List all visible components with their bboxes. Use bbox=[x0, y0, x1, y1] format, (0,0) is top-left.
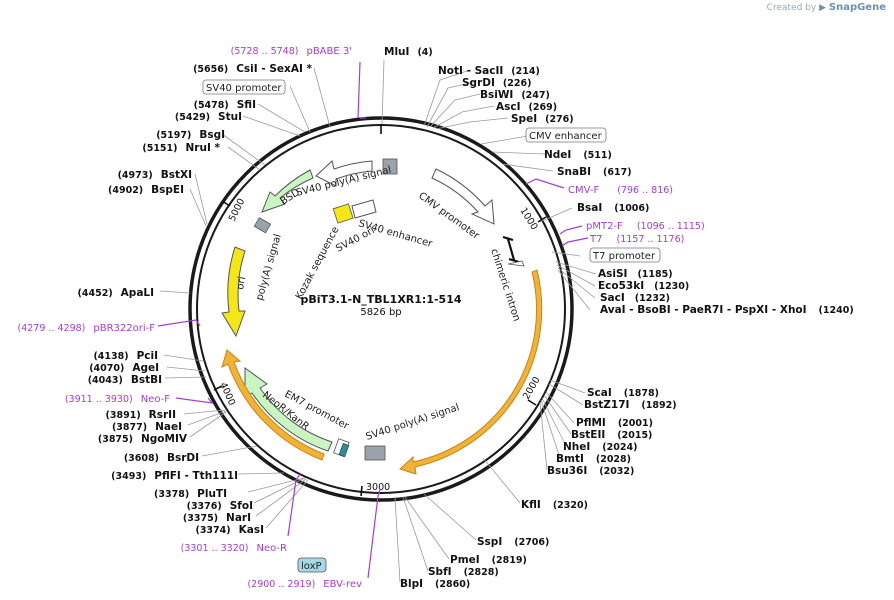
site-pmei: PmeI(2819) bbox=[450, 554, 527, 566]
site-rsrii: (3891)RsrII bbox=[106, 409, 176, 421]
site-apali: (4452)ApaLI bbox=[78, 287, 154, 299]
site-ngomiv: (3875)NgoMIV bbox=[98, 433, 188, 445]
primer-ebv-rev: (2900 .. 2919)EBV-rev bbox=[247, 579, 362, 590]
site-scai: ScaI(1878) bbox=[587, 387, 659, 399]
site-bstbi: (4043)BstBI bbox=[88, 374, 162, 386]
primer-neo-r: (3301 .. 3320)Neo-R bbox=[181, 543, 287, 554]
site-sbfi: SbfI(2828) bbox=[428, 566, 499, 578]
site-bmti: BmtI(2028) bbox=[556, 453, 631, 465]
site-sgrdi: SgrDI(226) bbox=[462, 77, 531, 89]
site-avai-group: AvaI - BsoBI - PaeR7I - PspXI - XhoI(124… bbox=[600, 304, 854, 316]
site-bsiwi: BsiWI(247) bbox=[480, 89, 550, 101]
plasmid-name: pBiT3.1-N_TBL1XR1:1-514 bbox=[300, 293, 461, 306]
site-nhei: NheI(2024) bbox=[563, 441, 637, 453]
loxp-label: loxP bbox=[301, 561, 322, 572]
chimeric-intron-symbol[interactable] bbox=[502, 235, 520, 264]
neor-kanr-arrow[interactable] bbox=[244, 367, 333, 452]
primer-t7: T7(1157 .. 1176) bbox=[589, 234, 684, 245]
tick-label-3000: 3000 bbox=[366, 482, 390, 493]
site-bsu36i: Bsu36I(2032) bbox=[547, 465, 634, 477]
site-noti-sacii: NotI - SacII(214) bbox=[438, 65, 540, 77]
orf-arrow-right[interactable] bbox=[399, 269, 543, 475]
site-sfii: (5478)SfiI bbox=[194, 99, 256, 111]
site-bsteii: BstEII(2015) bbox=[571, 429, 652, 441]
site-pcii: (4138)PciI bbox=[93, 350, 158, 362]
snapgene-logo-icon: ▶ bbox=[819, 3, 826, 13]
site-bsai: BsaI(1006) bbox=[577, 202, 649, 214]
site-bsgi: (5197)BsgI bbox=[156, 129, 225, 141]
tick-marks bbox=[213, 124, 547, 497]
sv40-ori-block[interactable] bbox=[332, 203, 354, 224]
cmv-promoter-arrow[interactable] bbox=[431, 168, 495, 225]
sv40-promoter-box bbox=[202, 79, 286, 95]
feature-polya-signal: poly(A) signal bbox=[254, 233, 283, 302]
site-pluti: (3378)PluTI bbox=[154, 488, 227, 500]
backbone-outer bbox=[188, 116, 574, 502]
t7-small-arrow[interactable] bbox=[507, 260, 525, 267]
bsd-arrow[interactable] bbox=[261, 169, 314, 213]
feature-sv40-ori: SV40 ori bbox=[334, 225, 376, 254]
credit-prefix: Created by bbox=[766, 3, 817, 13]
sv40-promoter-label: SV40 promoter bbox=[206, 83, 282, 94]
primer-marks bbox=[157, 61, 589, 579]
site-pflfi-tth111i: (3493)PflFI - Tth111I bbox=[111, 470, 238, 482]
t7-promoter-box bbox=[589, 247, 661, 263]
polya-small-block[interactable] bbox=[253, 217, 272, 234]
site-stui: (5429)StuI bbox=[175, 111, 242, 123]
site-sspi: SspI(2706) bbox=[477, 536, 549, 548]
plasmid-length: 5826 bp bbox=[360, 307, 401, 318]
site-sfoi: (3376)SfoI bbox=[187, 500, 253, 512]
t7-promoter-label: T7 promoter bbox=[592, 251, 656, 262]
feature-chimeric-intron: chimeric intron bbox=[488, 248, 522, 323]
site-eco53ki: Eco53kI(1230) bbox=[598, 280, 689, 292]
site-ndei: NdeI(511) bbox=[544, 149, 612, 161]
cmv-enhancer-box bbox=[525, 127, 607, 143]
tick-label-4000: 4000 bbox=[217, 381, 237, 408]
site-blpi: BlpI(2860) bbox=[400, 578, 470, 590]
site-snabi: SnaBI(617) bbox=[557, 166, 632, 178]
site-bsrdi: (3608)BsrDI bbox=[124, 452, 199, 464]
site-spei: SpeI(276) bbox=[511, 113, 574, 125]
orf-arrow-left[interactable] bbox=[221, 349, 325, 461]
site-agei: (4070)AgeI bbox=[89, 362, 159, 374]
site-bspei: (4902)BspEI bbox=[108, 184, 184, 196]
site-pflmi: PflMI(2001) bbox=[576, 417, 653, 429]
site-kfli: KflI(2320) bbox=[521, 499, 588, 511]
loxp-box bbox=[297, 557, 327, 573]
site-bstxi: (4973)BstXI bbox=[118, 169, 192, 181]
site-nrui: (5151)NruI * bbox=[142, 142, 220, 154]
site-kasi: (3374)KasI bbox=[195, 524, 264, 536]
ori-arrow[interactable] bbox=[221, 246, 246, 338]
primer-pmt2-f: pMT2-F(1096 .. 1115) bbox=[586, 221, 705, 232]
primer-neo-f: (3911 .. 3930)Neo-F bbox=[65, 394, 170, 405]
primer-cmv-f: CMV-F(796 .. 816) bbox=[568, 185, 673, 196]
snapgene-credit: Created by ▶ SnapGene bbox=[767, 2, 886, 13]
sv40-promoter-block[interactable] bbox=[382, 158, 398, 175]
sv40-enhancer-arrow[interactable] bbox=[351, 199, 377, 219]
tick-label-5000: 5000 bbox=[227, 197, 247, 224]
sv40-polya-bottom-block[interactable] bbox=[364, 445, 386, 461]
site-asisi: AsiSI(1185) bbox=[598, 268, 673, 280]
sv40-polya-top-arrow[interactable] bbox=[315, 160, 373, 187]
site-saci: SacI(1232) bbox=[600, 292, 670, 304]
site-mlui: MluI(4) bbox=[384, 46, 433, 58]
credit-brand: SnapGene bbox=[828, 2, 886, 13]
site-csii-sexai: (5656)CsiI - SexAI * bbox=[193, 63, 312, 75]
primer-pbabe3: (5728 .. 5748)pBABE 3' bbox=[231, 46, 352, 57]
site-nari: (3375)NarI bbox=[183, 512, 251, 524]
feature-sv40-polya-bottom: SV40 poly(A) signal bbox=[365, 402, 461, 443]
site-bstz17i: BstZ17I(1892) bbox=[584, 399, 677, 411]
cmv-enhancer-label: CMV enhancer bbox=[529, 131, 603, 142]
feature-ori: ori bbox=[235, 276, 248, 291]
site-naei: (3877)NaeI bbox=[112, 421, 182, 433]
site-asci: AscI(269) bbox=[496, 101, 557, 113]
leader-lines bbox=[159, 59, 597, 583]
em7-small-block[interactable] bbox=[338, 442, 350, 458]
feature-kozak: Kozak sequence bbox=[294, 225, 342, 301]
primer-pbr322ori-f: (4279 .. 4298)pBR322ori-F bbox=[18, 323, 156, 334]
